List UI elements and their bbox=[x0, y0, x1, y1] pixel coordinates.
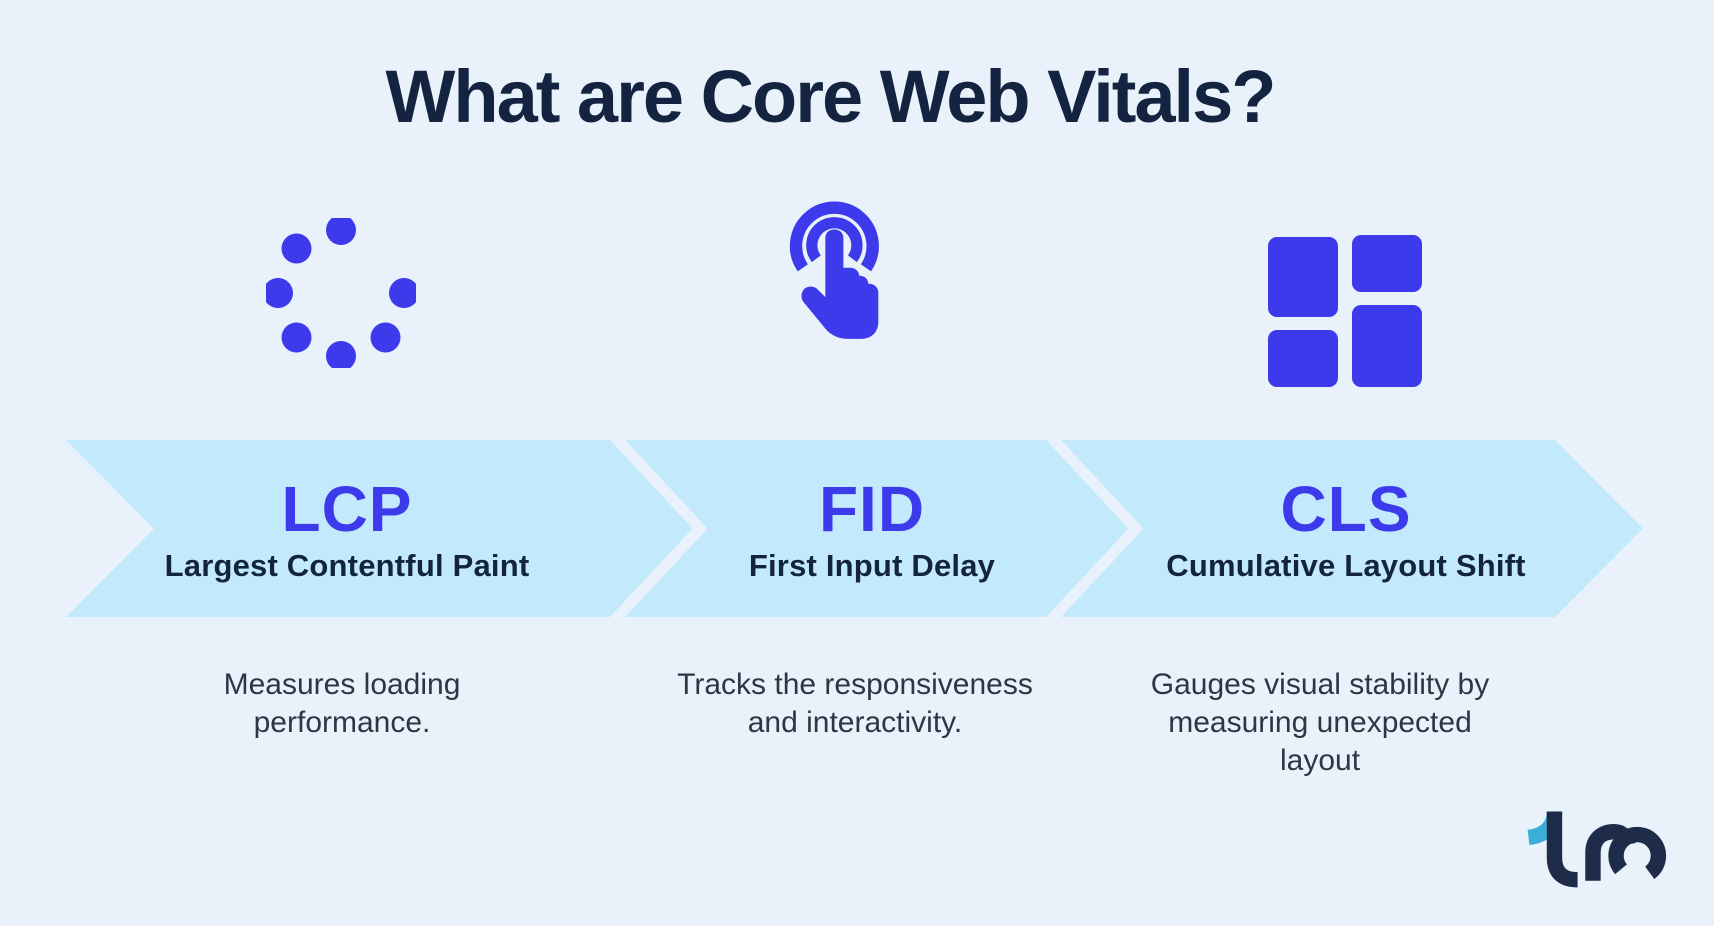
tro-logo bbox=[1527, 810, 1667, 888]
page-title: What are Core Web Vitals? bbox=[385, 55, 1277, 138]
metric-fullname: First Input Delay bbox=[748, 547, 996, 583]
loading-spinner-icon bbox=[266, 218, 416, 368]
metric-acronym: LCP bbox=[281, 472, 413, 545]
metric-fullname: Largest Contentful Paint bbox=[164, 547, 530, 583]
tap-icon bbox=[789, 201, 879, 339]
chevron-banner bbox=[66, 440, 1643, 617]
metric-fullname: Cumulative Layout Shift bbox=[1166, 547, 1526, 583]
metric-acronym: FID bbox=[818, 472, 926, 545]
metric-description-cls: Gauges visual stability by measuring une… bbox=[1150, 668, 1490, 778]
metric-description-lcp: Measures loading performance. bbox=[223, 668, 461, 740]
layout-grid-icon bbox=[1268, 235, 1422, 387]
metric-lcp: LCP Largest Contentful Paint bbox=[165, 440, 530, 617]
metric-acronym: CLS bbox=[1280, 472, 1412, 545]
metric-fid: FID First Input Delay bbox=[749, 440, 995, 617]
metric-cls: CLS Cumulative Layout Shift bbox=[1166, 440, 1525, 617]
metric-description-fid: Tracks the responsiveness and interactiv… bbox=[677, 668, 1033, 740]
